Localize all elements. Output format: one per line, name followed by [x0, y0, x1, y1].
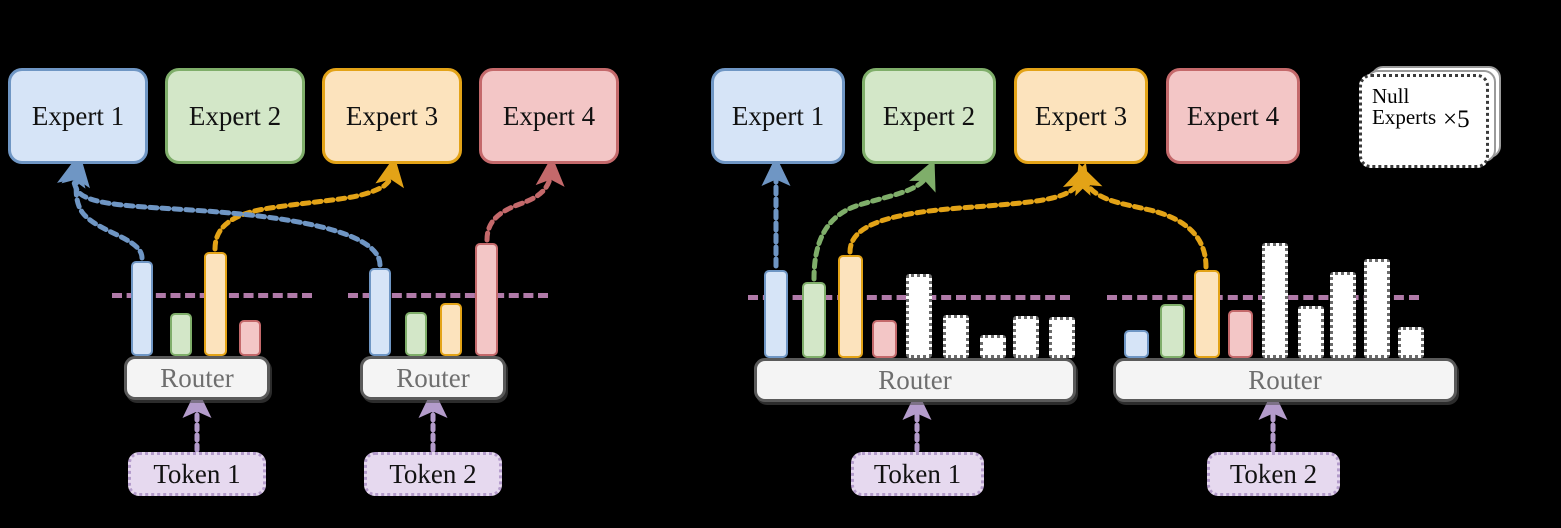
- gate-bar-right-r2-3: [1194, 270, 1220, 358]
- router-label: Router: [160, 362, 234, 393]
- token-label: Token 2: [1229, 458, 1318, 489]
- expert-box-expert-4-left[interactable]: Expert 4: [479, 68, 619, 164]
- token-label: Token 1: [153, 458, 241, 489]
- expert-box-expert-1-right[interactable]: Expert 1: [711, 68, 845, 164]
- null-experts-box: [1359, 74, 1489, 168]
- gate-bar-right-r1-null-1: [906, 274, 932, 358]
- expert-box-expert-2-left[interactable]: Expert 2: [165, 68, 305, 164]
- expert-box-expert-1-left[interactable]: Expert 1: [8, 68, 148, 164]
- gate-bar-right-r1-null-2: [943, 315, 969, 358]
- expert-box-expert-4-right[interactable]: Expert 4: [1166, 68, 1300, 164]
- router-box-left-2[interactable]: Router: [360, 356, 506, 400]
- gate-bar-right-r2-4: [1228, 310, 1253, 358]
- expert-label: Expert 1: [31, 100, 125, 131]
- expert-box-expert-3-left[interactable]: Expert 3: [322, 68, 462, 164]
- arrow-right-t2-expert3: [1075, 162, 1209, 270]
- expert-label: Expert 4: [1186, 100, 1280, 131]
- arrow-right-t1-expert2: [811, 159, 936, 282]
- token-label: Token 2: [389, 458, 477, 489]
- router-box-left-1[interactable]: Router: [124, 356, 270, 400]
- token-box-token-1-left[interactable]: Token 1: [128, 452, 266, 496]
- gate-bar-left-r1-4: [239, 320, 261, 356]
- router-label: Router: [878, 364, 952, 395]
- gate-bar-right-r2-1: [1124, 330, 1149, 358]
- gate-bar-left-r1-1: [131, 261, 153, 356]
- gate-bar-right-r2-null-3: [1330, 272, 1356, 358]
- expert-box-expert-2-right[interactable]: Expert 2: [862, 68, 996, 164]
- expert-label: Expert 1: [731, 100, 825, 131]
- token-label: Token 1: [873, 458, 962, 489]
- gate-bar-right-r1-4: [872, 320, 897, 358]
- null-experts-line1: Null: [1372, 84, 1410, 108]
- expert-label: Expert 3: [1034, 100, 1128, 131]
- router-box-right-1[interactable]: Router: [754, 358, 1076, 402]
- gate-bar-right-r1-null-4: [1013, 316, 1039, 358]
- expert-label: Expert 2: [188, 100, 282, 131]
- arrow-left-t1-expert3: [212, 156, 404, 252]
- gate-bar-left-r2-4: [475, 243, 498, 356]
- token-box-token-2-left[interactable]: Token 2: [364, 452, 502, 496]
- gate-bar-left-r2-2: [405, 312, 427, 356]
- gate-bar-right-r2-2: [1160, 304, 1185, 358]
- gate-bar-right-r2-null-4: [1364, 259, 1390, 358]
- router-box-right-2[interactable]: Router: [1113, 358, 1457, 402]
- gate-bar-right-r2-null-5: [1398, 327, 1424, 358]
- expert-box-expert-3-right[interactable]: Expert 3: [1014, 68, 1148, 164]
- gate-bar-right-r2-null-2: [1298, 306, 1324, 358]
- gate-bar-right-r1-null-5: [1049, 317, 1075, 358]
- gate-bar-left-r2-3: [440, 303, 462, 356]
- expert-label: Expert 4: [502, 100, 596, 131]
- gate-bar-left-r1-2: [170, 313, 192, 356]
- gate-bar-left-r2-1: [369, 268, 391, 356]
- gate-bar-left-r1-3: [204, 252, 227, 356]
- arrow-left-t2-expert4: [484, 156, 565, 243]
- expert-label: Expert 3: [345, 100, 439, 131]
- router-label: Router: [396, 362, 470, 393]
- token-box-token-1-right[interactable]: Token 1: [851, 452, 984, 496]
- arrow-left-t2-expert1: [57, 156, 383, 268]
- threshold-line-left-1: [348, 293, 548, 298]
- gate-bar-right-r1-1: [764, 270, 788, 358]
- expert-label: Expert 2: [882, 100, 976, 131]
- gate-bar-right-r1-3: [838, 255, 863, 358]
- null-experts-label: Null Experts: [1372, 84, 1472, 156]
- null-experts-line2: Experts: [1372, 105, 1437, 130]
- null-experts-multiplier: ×5: [1443, 106, 1470, 133]
- gate-bar-right-r1-null-3: [980, 335, 1006, 358]
- arrow-left-t1-expert1: [61, 156, 145, 261]
- arrow-right-t1-expert3: [847, 162, 1091, 255]
- gate-bar-right-r1-2: [802, 282, 826, 358]
- router-label: Router: [1248, 364, 1322, 395]
- token-box-token-2-right[interactable]: Token 2: [1207, 452, 1340, 496]
- gate-bar-right-r2-null-1: [1262, 243, 1288, 358]
